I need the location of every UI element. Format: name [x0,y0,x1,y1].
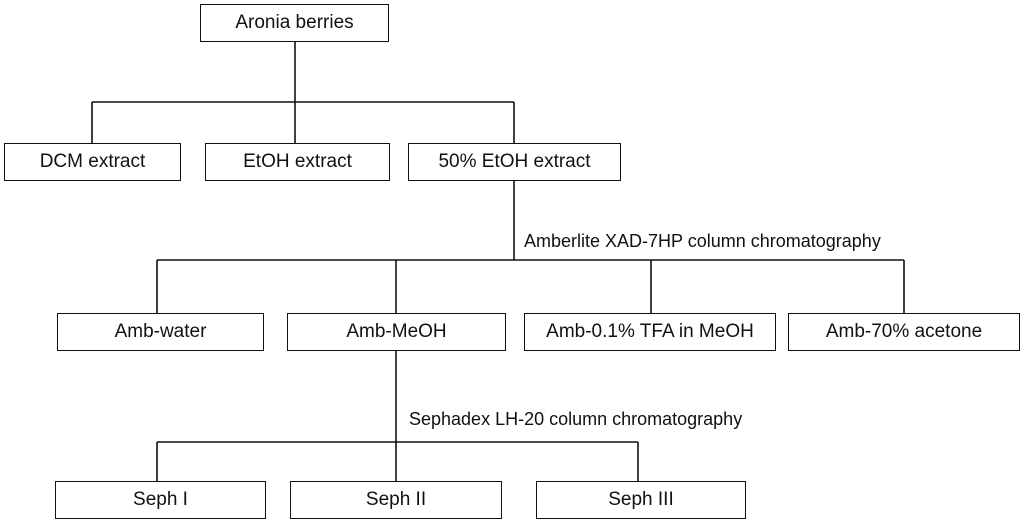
node-label: Seph III [608,489,674,510]
node-seph-2: Seph II [290,481,502,519]
node-label: 50% EtOH extract [438,151,591,172]
node-label: Amb-0.1% TFA in MeOH [546,321,754,342]
node-etoh-extract: EtOH extract [205,143,390,181]
node-label: Amb-water [114,321,207,342]
node-label: Seph I [133,489,188,510]
node-label: DCM extract [39,151,146,172]
step-label-amberlite: Amberlite XAD-7HP column chromatography [524,231,881,251]
node-seph-1: Seph I [55,481,266,519]
node-aronia-berries: Aronia berries [200,4,389,42]
node-amb-tfa-meoh: Amb-0.1% TFA in MeOH [524,313,776,351]
node-amb-water: Amb-water [57,313,264,351]
node-label: Seph II [365,489,427,510]
node-amb-meoh: Amb-MeOH [287,313,506,351]
node-amb-70-acetone: Amb-70% acetone [788,313,1020,351]
node-seph-3: Seph III [536,481,746,519]
node-label: Aronia berries [235,12,354,33]
node-50-etoh-extract: 50% EtOH extract [408,143,621,181]
node-label: EtOH extract [243,151,352,172]
step-label-sephadex: Sephadex LH-20 column chromatography [409,409,743,429]
node-label: Amb-MeOH [346,321,447,342]
node-dcm-extract: DCM extract [4,143,181,181]
node-label: Amb-70% acetone [825,321,983,342]
